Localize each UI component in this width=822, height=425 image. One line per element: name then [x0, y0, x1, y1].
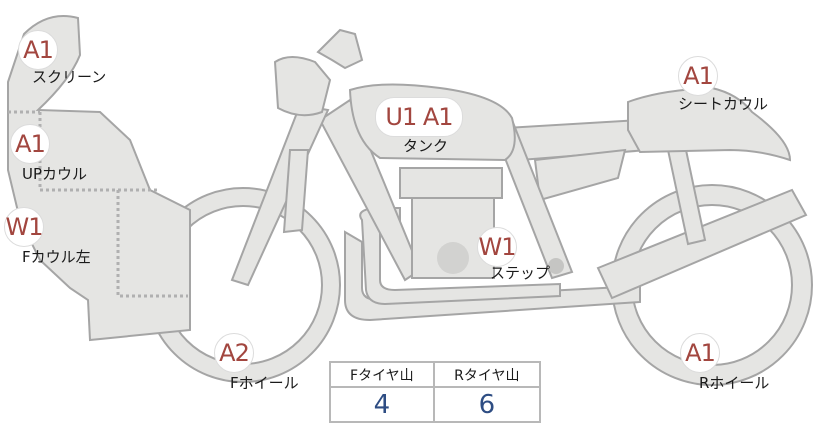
fwheel-label: Fホイール [230, 374, 299, 392]
rear-tire-header: Rタイヤ山 [432, 361, 542, 388]
tire-tread-table: Fタイヤ山 Rタイヤ山 4 6 [329, 361, 542, 423]
tire-table-header-row: Fタイヤ山 Rタイヤ山 [329, 361, 542, 388]
fwheel-grade-badge: A2 [214, 333, 254, 373]
headlight [273, 56, 332, 117]
tank-grade-badge: U1 A1 [375, 97, 463, 137]
cowl-segment-line [116, 190, 188, 298]
rwheel-label: Rホイール [699, 374, 770, 392]
front-tire-value: 4 [329, 386, 435, 423]
fcowl-left-grade-badge: W1 [4, 207, 44, 247]
rear-wheel [611, 184, 813, 386]
swingarm [596, 188, 808, 300]
step-label: ステップ [490, 264, 551, 282]
tank-label: タンク [403, 137, 449, 155]
front-tire-header: Fタイヤ山 [329, 361, 435, 388]
front-cowl [7, 15, 191, 342]
front-fork-inner [282, 149, 310, 234]
engine-cover [437, 242, 469, 274]
rear-tire-value: 6 [432, 386, 542, 423]
step-grade-badge: W1 [477, 227, 517, 267]
upcowl-grade-badge: A1 [10, 124, 50, 164]
side-cover [533, 148, 627, 202]
front-wheel [145, 187, 341, 383]
fcowl-left-label: Fカウル左 [22, 248, 91, 266]
handlebar [316, 28, 364, 70]
screen-label: スクリーン [32, 68, 107, 86]
engine-block [399, 167, 503, 199]
screen-grade-badge: A1 [18, 30, 58, 70]
step-peg [548, 258, 564, 274]
rwheel-grade-badge: A1 [680, 333, 720, 373]
seat-cowl [627, 86, 792, 162]
tire-table-value-row: 4 6 [329, 386, 542, 423]
upcowl-label: UPカウル [22, 165, 88, 183]
seatcowl-grade-badge: A1 [678, 56, 718, 96]
seatcowl-label: シートカウル [678, 95, 769, 113]
